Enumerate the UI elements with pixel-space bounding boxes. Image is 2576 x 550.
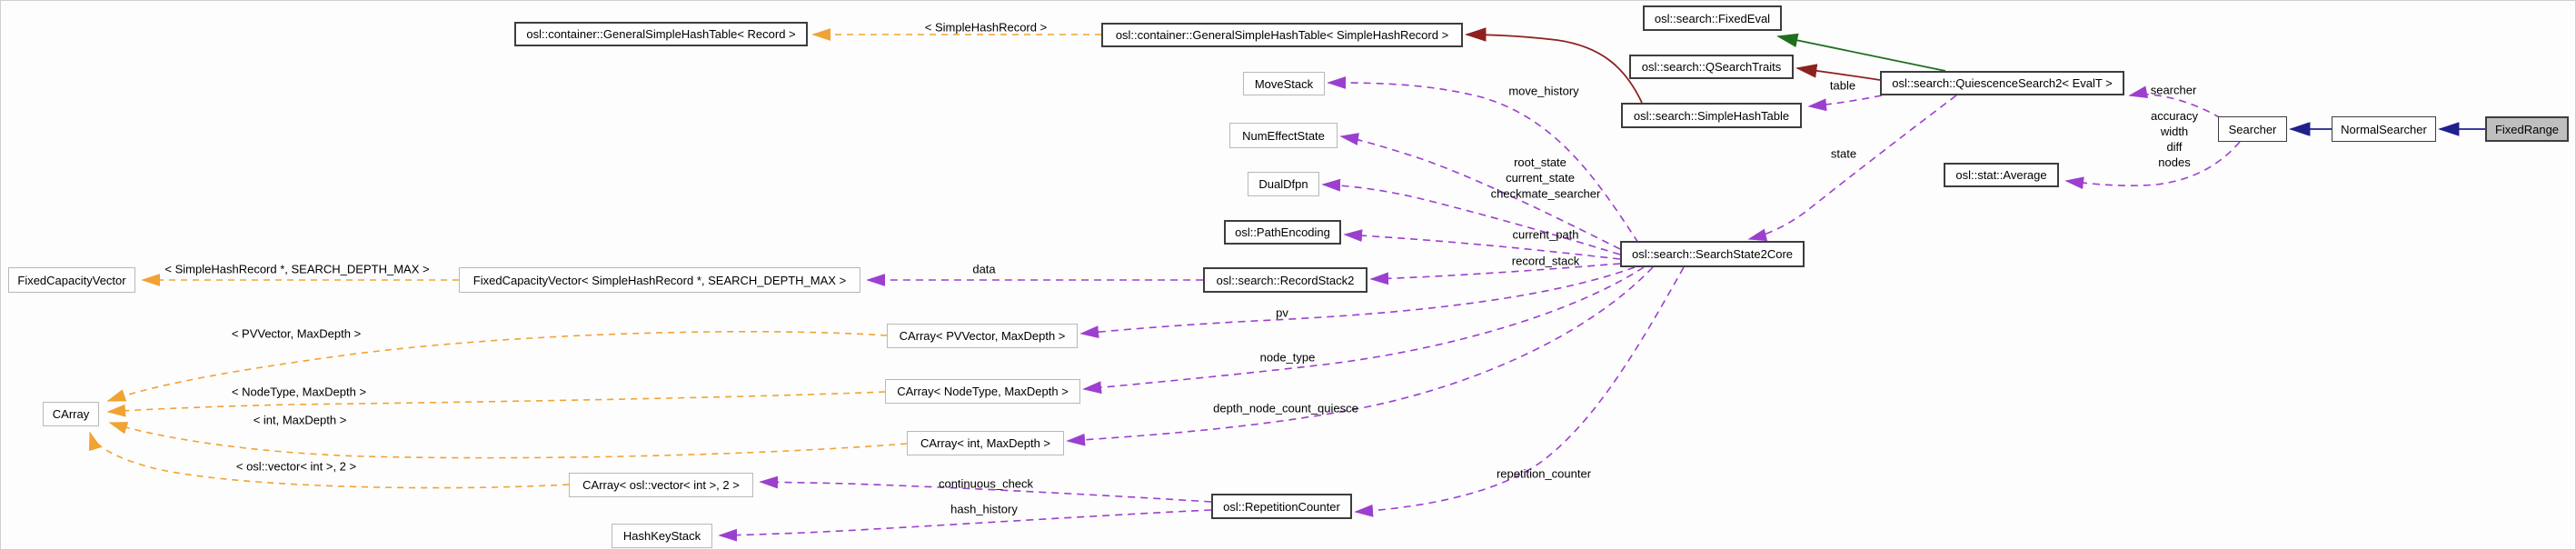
class-node-quiescence[interactable]: osl::search::QuiescenceSearch2< EvalT > <box>1880 71 2124 95</box>
class-node-gsht-record[interactable]: osl::container::GeneralSimpleHashTable< … <box>514 22 808 46</box>
edge-t-nodetype <box>106 391 886 417</box>
class-node-carray-vector[interactable]: CArray< osl::vector< int >, 2 > <box>569 473 753 497</box>
class-node-gsht-shr[interactable]: osl::container::GeneralSimpleHashTable< … <box>1101 23 1463 47</box>
edge-e-repetition <box>1354 266 1685 517</box>
edge-i-gsht <box>1465 27 1643 104</box>
edge-e-current-path <box>1343 229 1621 260</box>
class-node-qsearch-traits[interactable]: osl::search::QSearchTraits <box>1629 55 1794 79</box>
edge-t-pvvector <box>106 330 888 402</box>
edge-e-hash-history <box>718 509 1212 542</box>
edge-e-pv <box>1079 266 1636 339</box>
class-node-simple-hash-table[interactable]: osl::search::SimpleHashTable <box>1621 103 1802 128</box>
class-node-carray-int[interactable]: CArray< int, MaxDepth > <box>907 431 1064 455</box>
class-node-fixed-eval[interactable]: osl::search::FixedEval <box>1643 5 1782 31</box>
class-node-repetition-counter[interactable]: osl::RepetitionCounter <box>1211 494 1352 519</box>
edge-e-state <box>1747 95 1957 242</box>
edge-e-depth-node <box>1066 266 1654 446</box>
class-node-average[interactable]: osl::stat::Average <box>1944 163 2059 187</box>
edge-i-fixedeval <box>1776 33 1946 72</box>
class-node-dual-dfpn[interactable]: DualDfpn <box>1248 172 1319 196</box>
edge-e-move-history <box>1327 76 1639 244</box>
class-node-search-state[interactable]: osl::search::SearchState2Core <box>1620 241 1805 267</box>
edge-i-qsearchtraits <box>1795 64 1881 81</box>
edge-t-int <box>108 422 908 459</box>
edge-e-root-state <box>1339 133 1621 250</box>
edge-e-table <box>1807 95 1883 112</box>
edge-e-record-stack <box>1369 263 1621 285</box>
class-node-move-stack[interactable]: MoveStack <box>1243 72 1325 95</box>
class-node-hash-key-stack[interactable]: HashKeyStack <box>612 524 712 548</box>
edge-e-checkmate <box>1321 178 1621 255</box>
class-node-num-effect-state[interactable]: NumEffectState <box>1229 123 1338 148</box>
class-node-searcher[interactable]: Searcher <box>2218 116 2287 142</box>
edge-t-vector <box>89 431 570 489</box>
edge-e-continuous <box>759 475 1212 503</box>
class-node-carray-pvvector[interactable]: CArray< PVVector, MaxDepth > <box>887 324 1078 348</box>
class-node-normal-searcher[interactable]: NormalSearcher <box>2332 116 2436 142</box>
class-node-carray[interactable]: CArray <box>43 402 99 426</box>
edge-e-searcher <box>2128 85 2222 119</box>
class-node-fixed-range[interactable]: FixedRange <box>2485 116 2569 142</box>
class-node-record-stack2[interactable]: osl::search::RecordStack2 <box>1203 267 1368 293</box>
class-node-carray-nodetype[interactable]: CArray< NodeType, MaxDepth > <box>885 379 1080 404</box>
class-node-fcv[interactable]: FixedCapacityVector <box>8 267 135 293</box>
class-node-fcv-inst[interactable]: FixedCapacityVector< SimpleHashRecord *,… <box>459 267 860 293</box>
class-node-path-encoding[interactable]: osl::PathEncoding <box>1224 220 1341 245</box>
edge-e-accuracy <box>2064 141 2241 190</box>
edge-e-node-type <box>1082 266 1645 395</box>
